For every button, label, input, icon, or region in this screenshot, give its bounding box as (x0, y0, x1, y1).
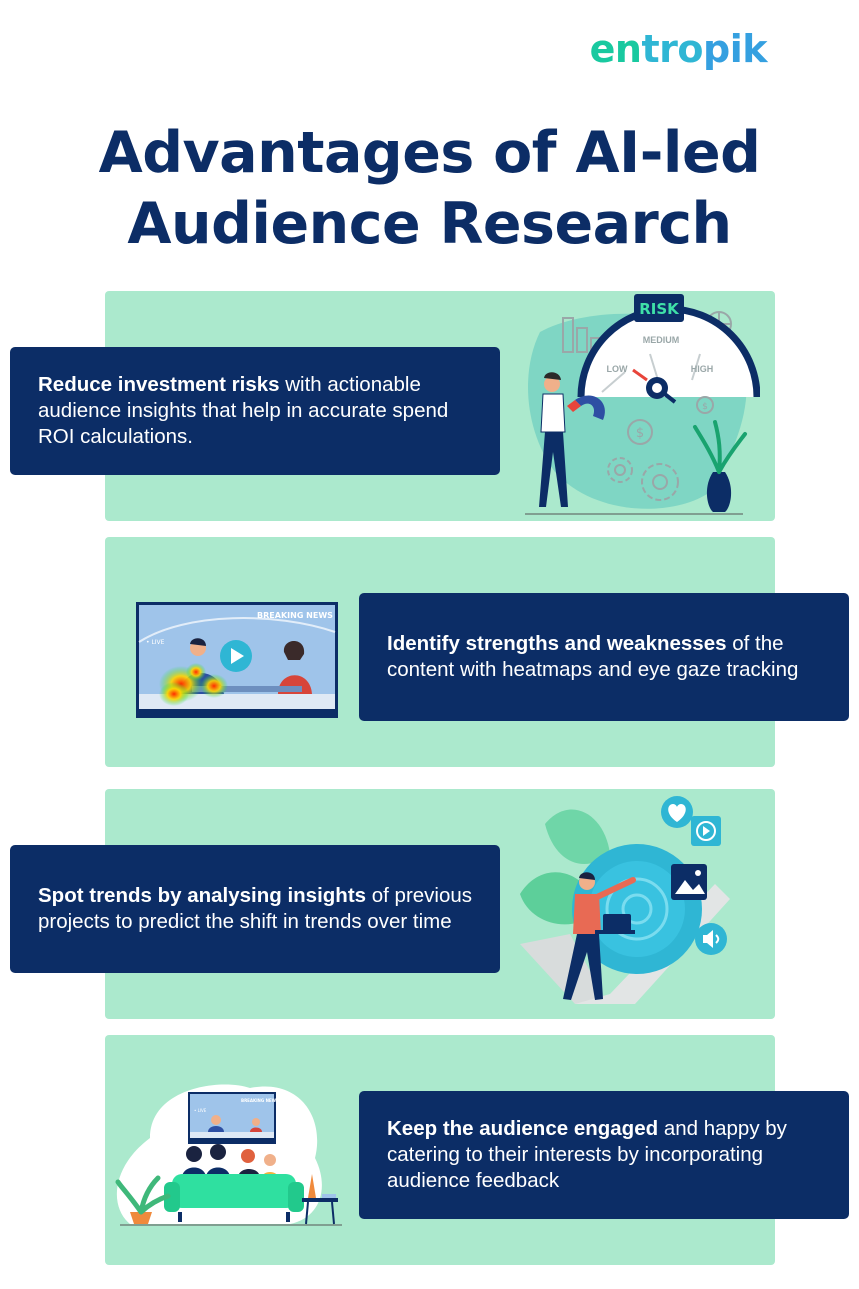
live-label: • LIVE (146, 639, 165, 646)
logo-text-part3: pik (703, 27, 768, 71)
news-heatmap-illustration: BREAKING NEWS • LIVE (136, 602, 338, 718)
gauge-label-high: HIGH (691, 364, 714, 374)
advantage-card-3: Spot trends by analysing insights of pre… (10, 845, 500, 973)
risk-label: RISK (639, 300, 680, 318)
risk-gauge-illustration: RISK MEDIUM LOW HIGH $ $ (525, 294, 760, 515)
advantage-card-4: Keep the audience engaged and happy by c… (359, 1091, 849, 1219)
advantage-1-highlight: Reduce investment risks (38, 373, 280, 396)
tv-screen: BREAKING NEWS • LIVE (188, 1092, 279, 1144)
presenter-with-laptop (563, 872, 636, 1000)
advantage-2-text: of the content with heatmaps and eye gaz… (387, 632, 799, 681)
breaking-news-label: BREAKING NEWS (257, 611, 333, 620)
potted-plant-icon (115, 1175, 171, 1224)
gauge-label-medium: MEDIUM (643, 335, 680, 345)
svg-text:$: $ (702, 402, 708, 412)
gauge-label-low: LOW (607, 364, 628, 374)
tv-live-label: • LIVE (194, 1108, 207, 1113)
title-line-2: Audience Research (127, 191, 732, 257)
title-line-1: Advantages of AI-led (98, 120, 761, 186)
gear-icon (607, 457, 679, 501)
sofa (164, 1174, 304, 1222)
svg-text:$: $ (636, 426, 644, 441)
entropik-logo: entropik (589, 27, 768, 71)
advantage-4-highlight: Keep the audience engaged (387, 1117, 659, 1140)
advantage-card-2: Identify strengths and weaknesses of the… (359, 593, 849, 721)
advantage-2-highlight: Identify strengths and weaknesses (387, 632, 727, 655)
businessman-with-magnet (539, 372, 605, 507)
risk-label-box (634, 294, 684, 322)
dollar-coin-icon: $ $ (627, 396, 714, 445)
plant-vase-icon (693, 420, 747, 512)
page-title: Advantages of AI-led Audience Research (0, 118, 859, 260)
leaf-shape (545, 809, 610, 864)
logo-text-part1: en (589, 27, 642, 71)
advantage-3-text: of previous projects to predict the shif… (38, 884, 473, 933)
side-table-lamp (302, 1174, 338, 1225)
image-icon (671, 864, 707, 900)
heart-icon (661, 796, 693, 828)
tv-breaking-news-label: BREAKING NEWS (241, 1098, 279, 1103)
advantage-3-highlight: Spot trends by analysing insights (38, 884, 367, 907)
speaker-icon (695, 923, 727, 955)
trend-analysis-illustration (520, 796, 730, 1004)
advantage-card-1: Reduce investment risks with actionable … (10, 347, 500, 475)
advantage-4-text: and happy by catering to their interests… (387, 1117, 787, 1192)
advantage-1-text: with actionable audience insights that h… (38, 373, 449, 448)
video-play-icon (691, 816, 721, 846)
logo-text-part2: tro (641, 27, 703, 71)
audience-watching-tv-illustration: BREAKING NEWS • LIVE (115, 1084, 342, 1226)
